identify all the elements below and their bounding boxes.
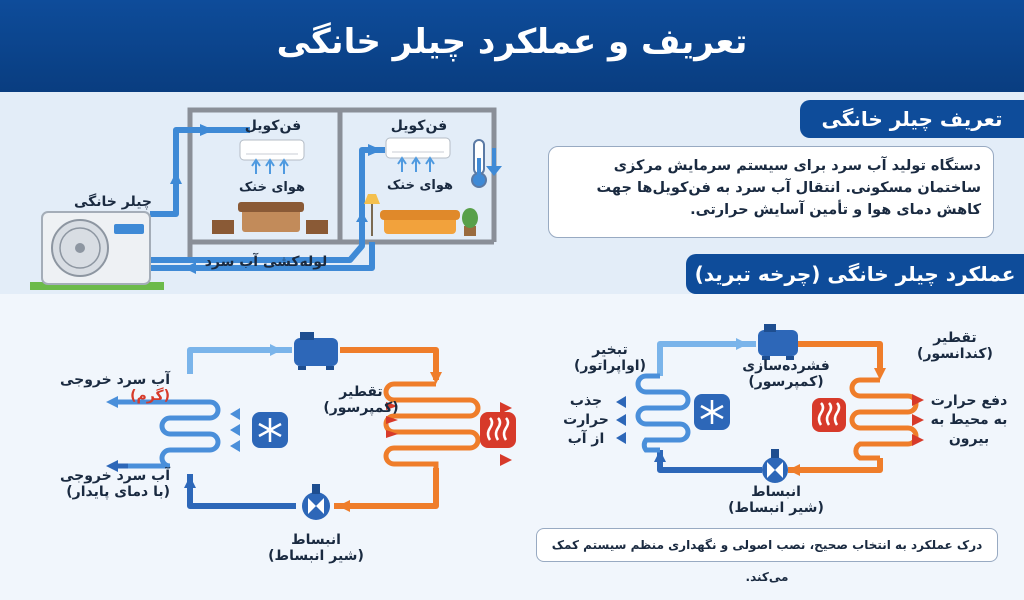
chiller-unit [30,211,164,290]
cool-air-label-1: هوای خنک [238,180,306,195]
header-bar [0,0,1024,92]
left-condenser-label: تقطیر (کمپرسور) [323,384,399,416]
cool-air-waves-1 [251,158,289,174]
left-compressor-icon [294,332,338,370]
left-condenser-coil [383,381,481,468]
sofa-illustration [380,210,460,234]
right-absorb-arrows [616,396,626,444]
right-reject-label: دفع حرارت به محیط به بیرون [930,393,1008,447]
cool-air-waves-2 [397,156,435,172]
left-outlet-stable-label: آب سرد خروجی (با دمای پایدار) [59,468,170,500]
fancoil-unit-1 [239,139,305,161]
flow-arrows [170,124,382,274]
right-evaporator-label: تبخیر (اواپراتور) [574,342,646,374]
left-air-arrows [230,408,240,452]
right-compressor-label: فشرده‌سازی (کمپرسور) [742,358,830,390]
lamp-illustration [364,194,380,236]
right-snowflake-icon [694,394,730,430]
right-evaporator-coil [635,373,691,453]
right-compressor-icon [758,324,798,360]
bed-illustration [212,202,328,234]
plant-illustration [462,208,478,236]
left-snowflake-icon [252,412,288,448]
left-heat-arrows [386,402,512,466]
right-expansion-label: انبساط (شیر انبساط) [728,484,824,516]
right-condenser-coil [849,377,919,461]
left-refrigeration-cycle [106,332,516,520]
right-refrigeration-cycle [616,324,924,483]
right-absorb-label: جذب حرارت از آب [563,393,609,447]
thermometer-icon [471,139,487,188]
left-expansion-valve-icon [302,484,330,520]
house-diagram [30,107,502,290]
right-condenser-label: تقطیر (کندانسور) [917,330,993,362]
left-arrow-heads [184,344,442,512]
left-evaporator-coil [118,399,221,469]
page-title: تعریف و عملکرد چیلر خانگی [276,22,748,62]
function-heading: عملکرد چیلر خانگی (چرخه تبرید) [686,254,1024,294]
right-heat-icon [812,398,846,432]
fancoil-unit-2 [385,137,451,159]
left-heat-icon [480,412,516,448]
definition-heading: تعریف چیلر خانگی [800,100,1024,138]
fancoil-label-2: فن‌کویل [390,118,448,134]
summary-note: درک عملکرد به انتخاب صحیح، نصب اصولی و ن… [536,528,998,584]
definition-text: دستگاه تولید آب سرد برای سیستم سرمایش مر… [548,146,994,238]
piping-label: لوله‌کشی آب سرد [204,254,328,270]
fancoil-label-1: فن‌کویل [244,118,302,134]
left-outlet-hot-label: آب سرد خروجی (گرم) [59,372,170,404]
right-reject-arrows [912,394,924,446]
left-expansion-label: انبساط (شیر انبساط) [268,532,364,564]
chiller-label: چیلر خانگی [73,194,152,210]
right-expansion-valve-icon [762,449,788,483]
temperature-down-arrow-icon [486,148,502,176]
right-arrow-heads [654,338,886,476]
cool-air-label-2: هوای خنک [386,178,454,193]
